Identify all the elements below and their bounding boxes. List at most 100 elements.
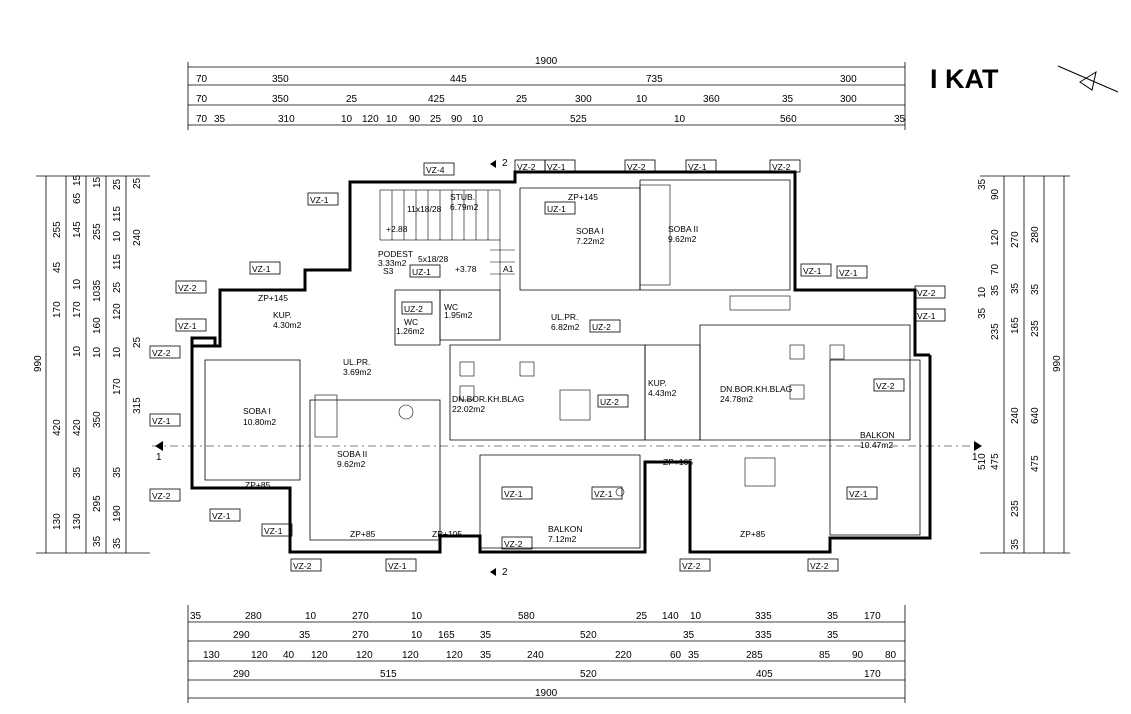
dim-label: 515 [380, 669, 397, 680]
window-tag: VZ-2 [290, 558, 322, 572]
room-name: DN.BOR.KH.BLAG [452, 394, 524, 404]
stair-level-2: +3.78 [455, 264, 477, 274]
room-area: 6.79m2 [450, 202, 479, 212]
dim-label: 10 [636, 94, 648, 105]
dim-label: 235 [990, 323, 1001, 340]
room-area: 7.12m2 [548, 534, 577, 544]
dim-label: 10 [92, 346, 103, 358]
section-mark-2-bottom: 2 [502, 567, 508, 578]
dim-label: 35 [480, 630, 492, 641]
window-tag: VZ-1 [209, 508, 241, 522]
svg-text:UZ-1: UZ-1 [547, 204, 566, 214]
staircase [379, 189, 515, 290]
dim-label: 115 [112, 254, 123, 270]
window-tag: UZ-2 [589, 319, 621, 333]
dim-label: 70 [990, 263, 1001, 275]
window-tag: VZ-2 [873, 378, 905, 392]
window-tag: VZ-2 [175, 280, 207, 294]
dim-label: 35 [112, 466, 123, 478]
room-area: 9.62m2 [668, 234, 697, 244]
dim-label: 120 [251, 650, 268, 661]
dim-label: 35 [480, 650, 492, 661]
window-tag: VZ-2 [149, 488, 181, 502]
left-dimension-chains: 990 255 45 170 420 130 15 65 145 10 170 … [33, 174, 150, 554]
room-area: 1.26m2 [396, 326, 425, 336]
dim-label: 445 [450, 74, 467, 85]
dim-label: 10 [472, 114, 484, 125]
door-tags: ZP+145 ZP+145 ZP+85 ZP+85 ZP+105 ZP+165 … [245, 192, 766, 539]
dim-label: 140 [662, 611, 679, 622]
room-stairwell: STUB. 6.79m2 [450, 192, 479, 212]
svg-text:UZ-2: UZ-2 [592, 322, 611, 332]
dim-label: 90 [409, 114, 421, 125]
dim-label: 25 [636, 611, 648, 622]
window-tag: UZ-2 [597, 394, 629, 408]
room-name: STUB. [450, 192, 475, 202]
dim-top-row2: 70 350 25 425 25 300 10 360 35 300 [196, 94, 857, 105]
room-area: 9.62m2 [337, 459, 366, 469]
dim-label: 240 [527, 650, 544, 661]
svg-text:VZ-2: VZ-2 [772, 162, 791, 172]
dim-label: 640 [1030, 407, 1041, 424]
dim-label: 165 [438, 630, 455, 641]
window-tag: VZ-2 [679, 558, 711, 572]
window-tag: VZ-2 [914, 285, 946, 299]
window-tag: VZ-1 [800, 263, 832, 277]
dim-label: 10 [112, 346, 123, 358]
door-tag: ZP+165 [663, 457, 693, 467]
section-mark-1-right: 1 [972, 452, 978, 463]
dim-label: 145 [72, 221, 83, 238]
window-tag: VZ-1 [914, 308, 946, 322]
dim-label: 475 [1030, 455, 1041, 472]
dim-label: 130 [203, 650, 220, 661]
window-tag: VZ-1 [249, 261, 281, 275]
dim-label: 25 [132, 336, 143, 348]
svg-text:VZ-2: VZ-2 [517, 162, 536, 172]
dim-label: 170 [72, 301, 83, 318]
dim-label: 25 [430, 114, 442, 125]
dim-label: 35 [683, 630, 695, 641]
window-tag: VZ-1 [261, 523, 293, 537]
dim-bottom-row4: 290 515 520 405 170 [233, 669, 881, 680]
svg-text:VZ-2: VZ-2 [504, 539, 523, 549]
dim-label: 35 [827, 630, 839, 641]
dim-label: 35 [688, 650, 700, 661]
window-tag: VZ-1 [385, 558, 417, 572]
dim-label: 10 [690, 611, 702, 622]
dim-label: 10 [977, 286, 988, 298]
room-area: 24.78m2 [720, 394, 753, 404]
window-tag: UZ-1 [544, 201, 576, 215]
dim-label: 35 [1010, 282, 1021, 294]
dim-label: 270 [352, 630, 369, 641]
room-name: SOBA I [243, 406, 271, 416]
dim-label: 70 [196, 114, 208, 125]
svg-text:VZ-1: VZ-1 [839, 268, 858, 278]
dim-label: 220 [615, 650, 632, 661]
room-hall-left: UL.PR. 3.69m2 [343, 357, 372, 377]
section-mark-1-left: 1 [156, 452, 162, 463]
door-tag: ZP+85 [245, 480, 271, 490]
window-tag: VZ-2 [624, 159, 656, 173]
room-bath-right: KUP. 4.43m2 [648, 378, 677, 398]
room-labels: SOBA I 10.80m2 SOBA II 9.62m2 SOBA I 7.2… [243, 192, 895, 544]
dim-label: 35 [977, 178, 988, 190]
dim-left-col-c: 15 255 35 10 160 10 350 295 35 [92, 176, 103, 547]
bottom-dimension-chains: 35 280 10 270 10 580 25 140 10 335 35 17… [187, 605, 906, 703]
dim-label: 25 [346, 94, 358, 105]
dim-label: 255 [92, 223, 103, 240]
dim-label: 425 [428, 94, 445, 105]
dim-label: 295 [92, 495, 103, 512]
dim-label: 130 [52, 513, 63, 530]
dim-label: 25 [112, 281, 123, 293]
dim-label: 520 [580, 630, 597, 641]
window-tag: VZ-1 [501, 486, 533, 500]
room-bath-left: KUP. 4.30m2 [273, 310, 302, 330]
dim-label: 310 [278, 114, 295, 125]
window-tag: VZ-4 [423, 162, 455, 176]
svg-text:VZ-4: VZ-4 [426, 165, 445, 175]
dim-label: 510 [977, 453, 988, 470]
dim-label: 335 [755, 611, 772, 622]
svg-text:VZ-1: VZ-1 [803, 266, 822, 276]
window-tag: VZ-1 [544, 159, 576, 173]
dim-label: 160 [92, 317, 103, 334]
